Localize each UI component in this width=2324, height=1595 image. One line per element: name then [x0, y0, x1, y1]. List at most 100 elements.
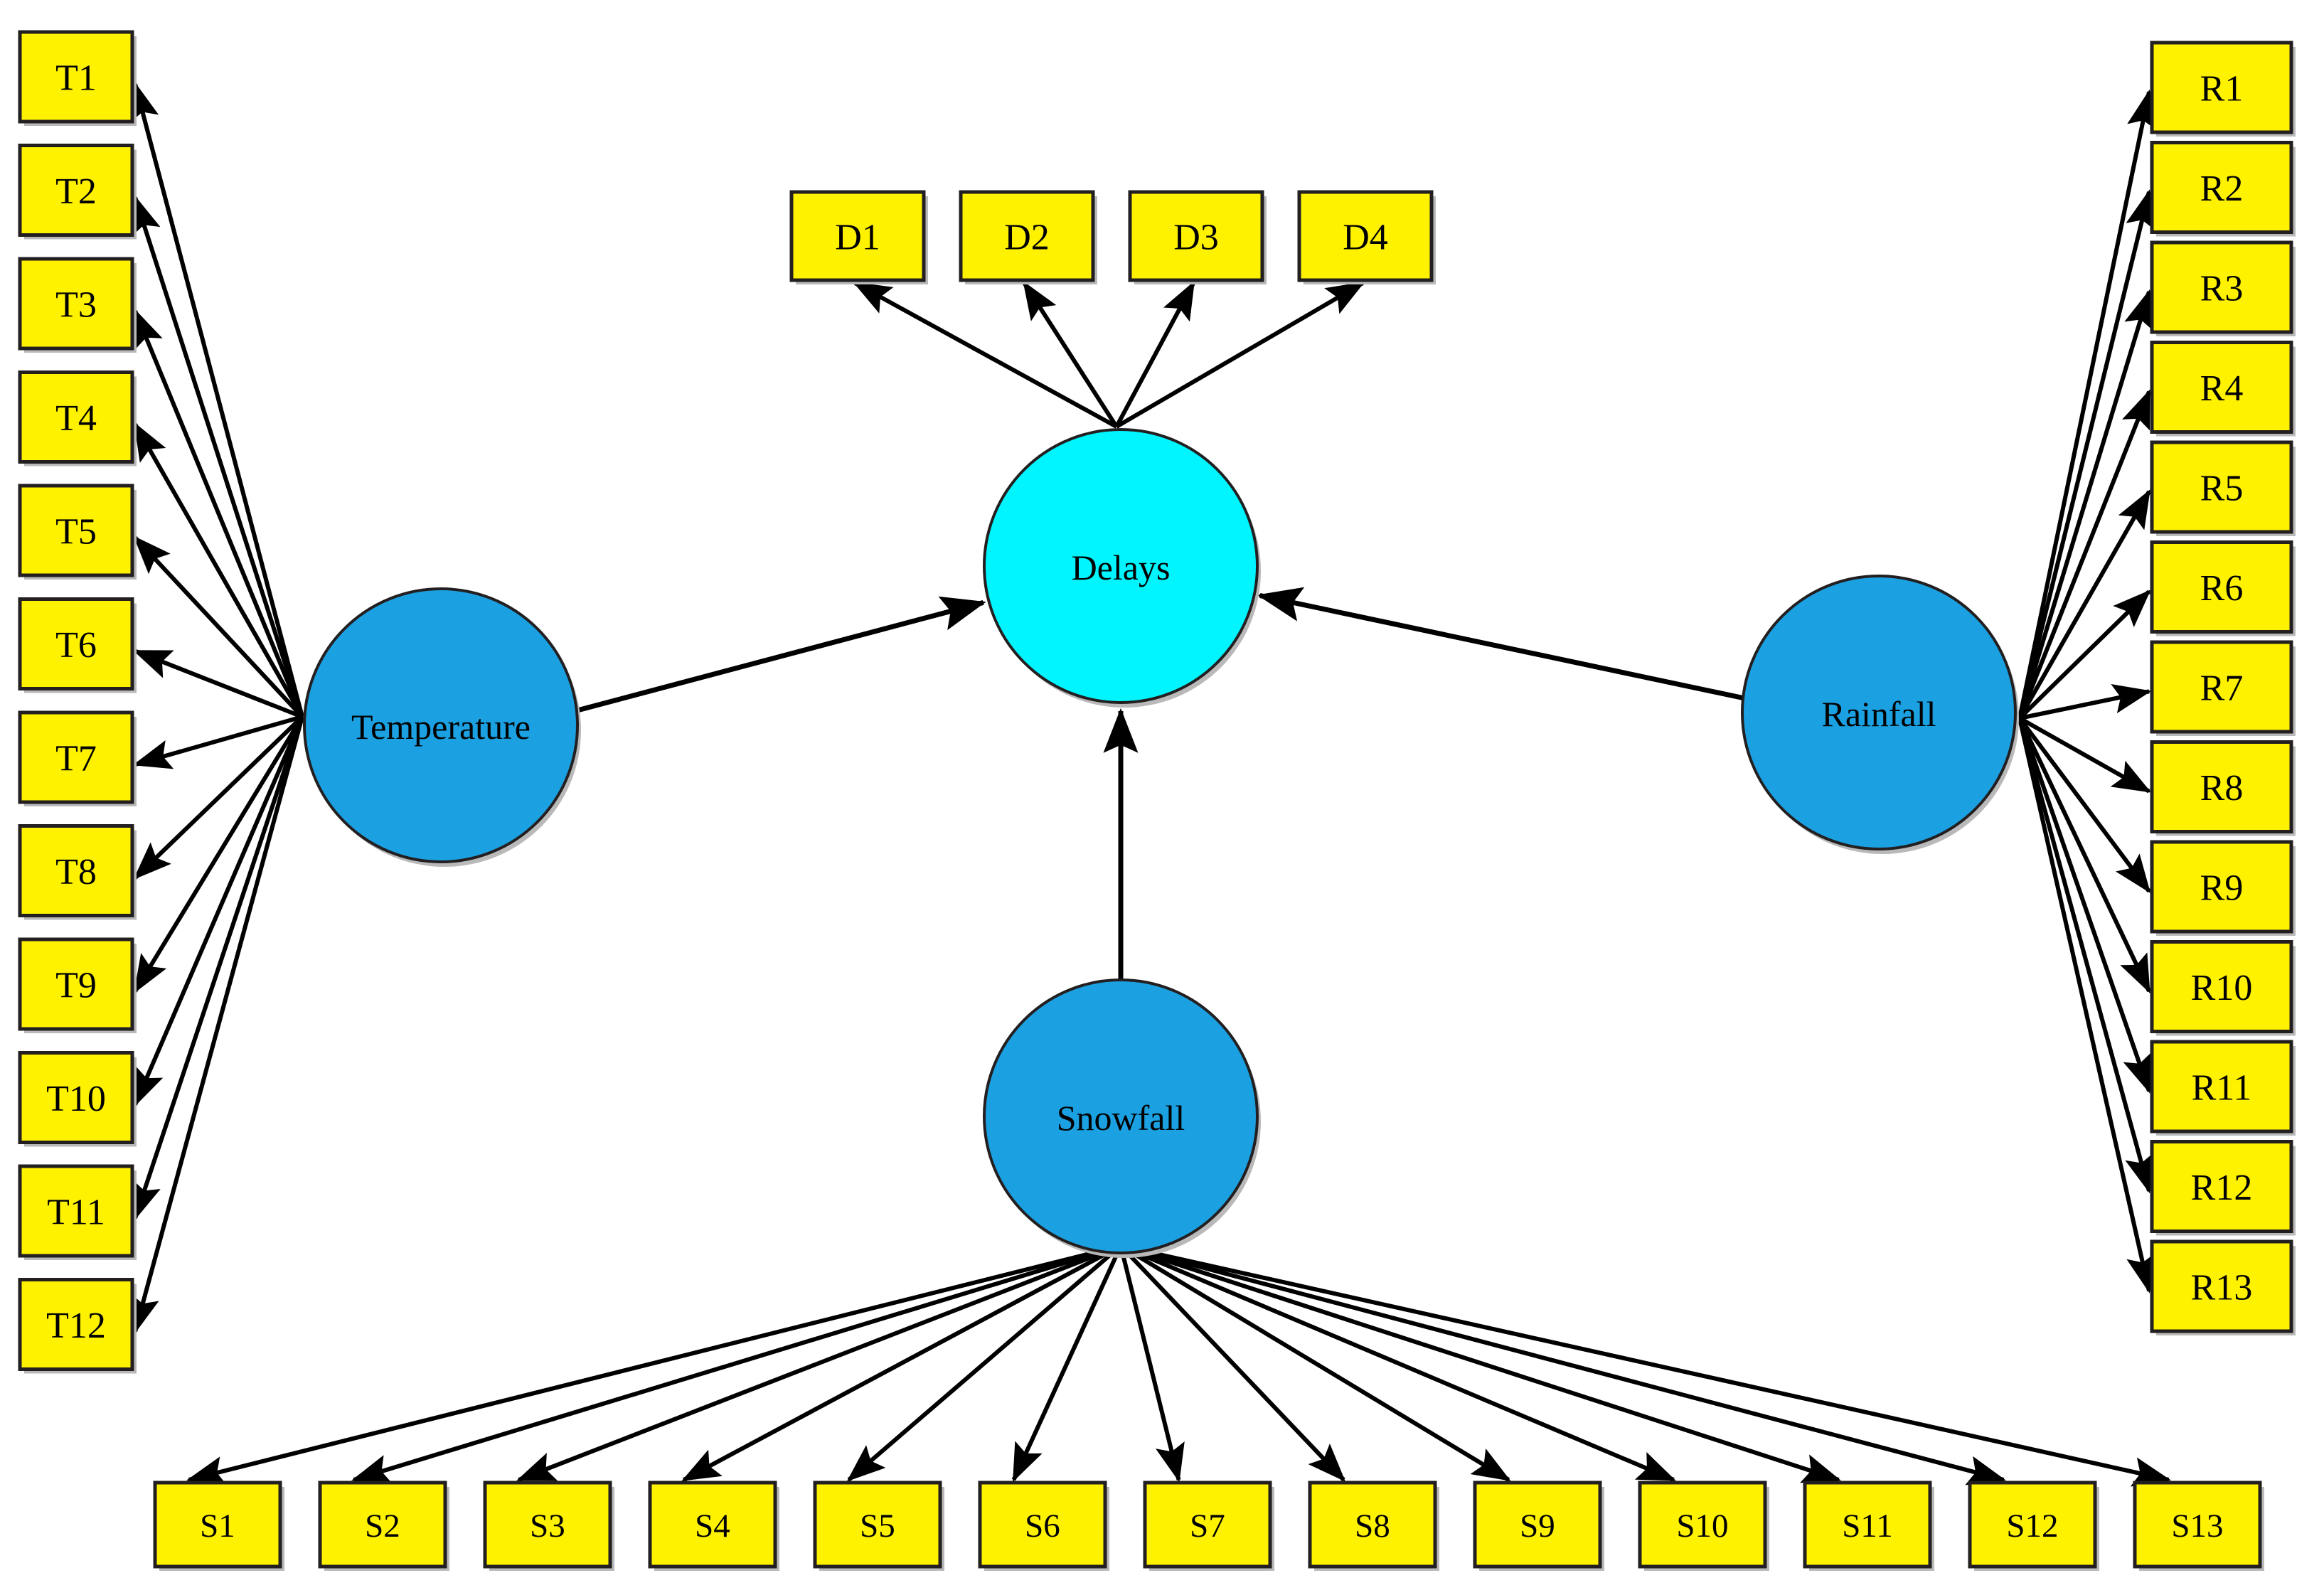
indicator-box-d1[interactable]: [789, 190, 926, 282]
indicator-box-r9[interactable]: [2150, 840, 2293, 934]
path-rainfall-to-r4: [2017, 389, 2151, 720]
path-temperature-to-t8: [133, 715, 304, 880]
indicator-box-r12[interactable]: [2150, 1140, 2293, 1233]
path-snowfall-to-s13: [1120, 1244, 2172, 1487]
structural-path-lines: [565, 587, 1753, 986]
indicator-box-d3[interactable]: [1128, 190, 1264, 282]
indicator-box-r4[interactable]: [2150, 341, 2293, 434]
latent-snowfall[interactable]: [983, 978, 1259, 1254]
indicator-box-s5[interactable]: [813, 1481, 942, 1569]
path-rainfall-to-r5: [2017, 489, 2151, 720]
indicator-box-r1[interactable]: [2150, 41, 2293, 134]
path-delays-to-d3: [1114, 280, 1195, 428]
indicator-box-r7-label: R7: [2200, 668, 2244, 709]
path-rainfall-to-r1: [2017, 89, 2157, 719]
indicator-box-t9-label: T9: [55, 966, 97, 1006]
indicator-box-s12[interactable]: [1968, 1481, 2097, 1569]
latent-rainfall-label: Rainfall: [1821, 694, 1936, 734]
path-snowfall-to-s9: [1119, 1244, 1511, 1482]
indicator-box-t9[interactable]: [18, 937, 134, 1031]
path-rainfall-to-r2: [2017, 189, 2155, 719]
indicator-box-s3[interactable]: [483, 1481, 612, 1569]
path-delays-to-d1: [853, 281, 1118, 429]
indicator-box-t3[interactable]: [18, 257, 134, 351]
indicator-box-r11-label: R11: [2192, 1068, 2252, 1109]
indicator-box-s10[interactable]: [1638, 1481, 1767, 1569]
indicator-box-s10-label: S10: [1676, 1508, 1728, 1545]
path-temperature-to-t12: [129, 716, 304, 1335]
indicator-box-s9-label: S9: [1520, 1508, 1555, 1545]
indicator-box-s13[interactable]: [2133, 1481, 2262, 1569]
latent-temperature-label: Temperature: [351, 707, 531, 747]
indicator-box-t5[interactable]: [18, 484, 134, 577]
path-snowfall-to-s3: [516, 1244, 1122, 1482]
indicator-box-t6[interactable]: [18, 597, 134, 690]
indicator-box-s8[interactable]: [1308, 1481, 1437, 1569]
path-rainfall-to-r12: [2017, 718, 2154, 1194]
indicator-box-t7[interactable]: [18, 710, 134, 804]
indicator-box-r9-label: R9: [2200, 868, 2244, 909]
indicator-box-s1[interactable]: [153, 1481, 282, 1569]
indicator-box-s4[interactable]: [648, 1481, 777, 1569]
indicator-box-r8-label: R8: [2200, 768, 2244, 809]
indicator-box-r10[interactable]: [2150, 940, 2293, 1033]
indicator-box-s13-label: S13: [2171, 1508, 2223, 1545]
indicator-box-r4-label: R4: [2200, 368, 2244, 409]
indicator-box-r13[interactable]: [2150, 1239, 2293, 1333]
indicator-box-t8[interactable]: [18, 824, 134, 917]
indicator-box-s6-label: S6: [1025, 1508, 1060, 1545]
indicator-box-s11-label: S11: [1842, 1508, 1892, 1545]
indicator-box-s6[interactable]: [978, 1481, 1107, 1569]
indicator-box-r5-label: R5: [2200, 469, 2244, 509]
indicator-box-s2[interactable]: [318, 1481, 447, 1569]
indicator-box-t7-label: T7: [55, 739, 97, 779]
indicator-box-s4-label: S4: [695, 1508, 730, 1545]
indicator-box-t2[interactable]: [18, 144, 134, 237]
path-temperature-to-t5: [133, 535, 304, 719]
indicator-box-r12-label: R12: [2191, 1168, 2253, 1208]
path-temperature-to-t1: [129, 81, 304, 718]
indicator-box-r10-label: R10: [2191, 968, 2253, 1008]
latent-delays[interactable]: [983, 428, 1259, 704]
indicator-box-t10-label: T10: [46, 1079, 106, 1119]
path-temperature-to-t6: [132, 649, 304, 719]
indicator-box-r7[interactable]: [2150, 640, 2293, 734]
indicator-box-r6[interactable]: [2150, 540, 2293, 634]
latent-temperature[interactable]: [303, 587, 579, 863]
path-delays-to-d4: [1115, 281, 1365, 429]
indicator-box-r5[interactable]: [2150, 440, 2293, 534]
indicator-box-d3-label: D3: [1173, 218, 1219, 258]
indicator-box-t11[interactable]: [18, 1164, 134, 1258]
indicator-box-s7[interactable]: [1143, 1481, 1272, 1569]
indicator-box-s12-label: S12: [2006, 1508, 2058, 1545]
indicator-box-d4-label: D4: [1343, 218, 1388, 258]
indicator-box-r3[interactable]: [2150, 240, 2293, 334]
indicator-box-d2[interactable]: [959, 190, 1095, 282]
indicator-box-t10[interactable]: [18, 1051, 134, 1144]
indicator-boxes-layer: T1T2T3T4T5T6T7T8T9T10T11T12R1R2R3R4R5R6R…: [18, 30, 2296, 1571]
indicator-box-d1-label: D1: [835, 218, 880, 258]
indicator-box-t1[interactable]: [18, 30, 134, 124]
path-snowfall-to-s1: [186, 1244, 1121, 1486]
indicator-box-r6-label: R6: [2200, 568, 2244, 609]
path-rainfall-to-r13: [2017, 718, 2156, 1293]
indicator-box-t12[interactable]: [18, 1278, 134, 1371]
latent-rainfall[interactable]: [1741, 575, 2017, 850]
indicator-box-t5-label: T5: [55, 512, 97, 553]
indicator-box-s5-label: S5: [860, 1508, 895, 1545]
indicator-box-t3-label: T3: [55, 285, 97, 326]
path-delays-to-d2: [1022, 280, 1119, 428]
indicator-box-r11[interactable]: [2150, 1040, 2293, 1133]
indicator-box-t4[interactable]: [18, 370, 134, 464]
indicator-box-s9[interactable]: [1473, 1481, 1602, 1569]
path-rainfall-to-r8: [2018, 716, 2152, 794]
indicator-box-r8[interactable]: [2150, 740, 2293, 833]
indicator-box-s2-label: S2: [365, 1508, 400, 1545]
indicator-box-r2[interactable]: [2150, 141, 2293, 234]
indicator-box-d4[interactable]: [1297, 190, 1434, 282]
indicator-box-s11[interactable]: [1803, 1481, 1932, 1569]
indicator-box-t1-label: T1: [55, 58, 97, 99]
